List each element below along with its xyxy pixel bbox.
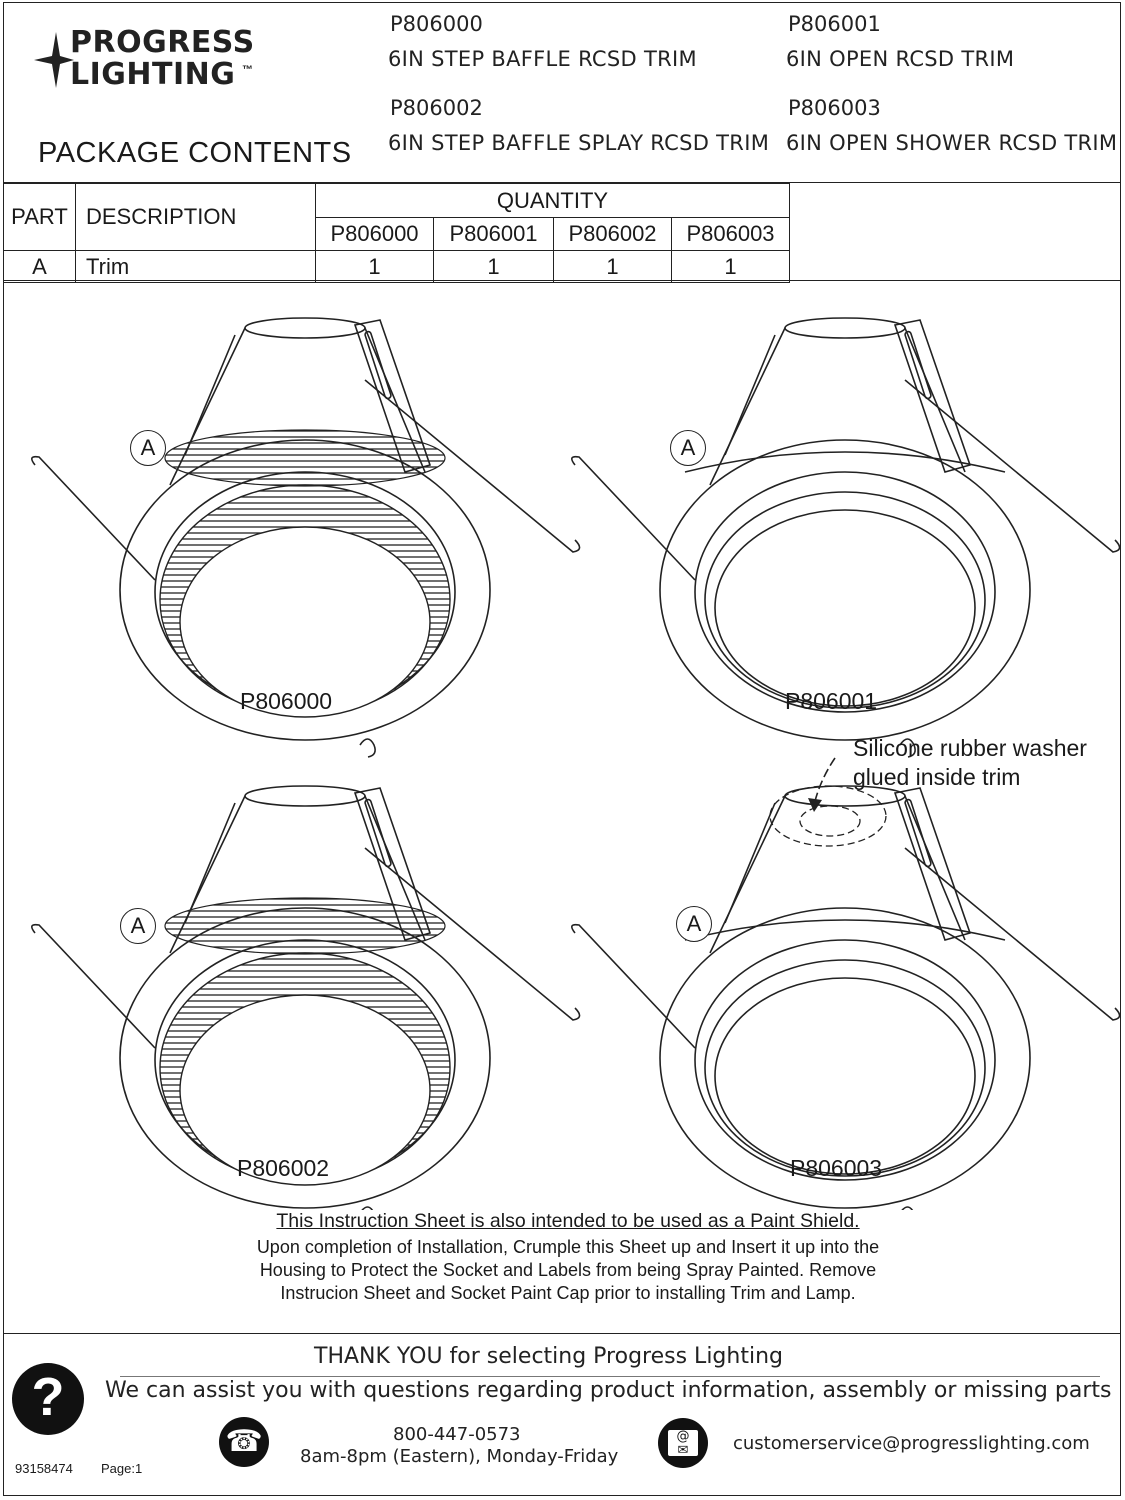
description-cell: Trim [75,250,316,283]
model-header: P806003 [671,217,790,251]
callout-a-3: A [120,908,156,944]
assist-text: We can assist you with questions regardi… [105,1378,1112,1403]
trim-drawing [31,317,581,758]
thank-you-text: THANK YOU for selecting Progress Lightin… [314,1344,783,1369]
col-part-header: PART [3,183,76,251]
trim-drawing [31,785,581,1210]
qty-cell: 1 [433,250,554,283]
package-contents-title: PACKAGE CONTENTS [38,137,352,169]
table-row: A Trim 1 1 1 1 [3,250,790,283]
callout-a-4: A [676,906,712,942]
page-frame [3,2,1121,1496]
paint-shield-heading: This Instruction Sheet is also intended … [276,1210,860,1232]
qty-cell: 1 [315,250,434,283]
logo-line-1: PROGRESS [70,25,255,60]
product-name-2: 6IN OPEN RCSD TRIM [786,47,1015,71]
paint-shield-line-3: Instrucion Sheet and Socket Paint Cap pr… [280,1283,856,1303]
product-code-4: P806003 [788,96,881,120]
header-divider [3,182,1121,183]
product-code-1: P806000 [390,12,483,36]
phone-number[interactable]: 800-447-0573 [393,1424,521,1445]
model-header: P806000 [315,217,434,251]
table-divider [3,280,1121,281]
washer-arrowhead [808,798,822,812]
trim-drawing [571,317,1121,758]
figure-label-3: P806002 [237,1155,330,1181]
paint-shield-line-2: Housing to Protect the Socket and Labels… [259,1260,877,1280]
question-icon: ? [12,1363,84,1435]
doc-number: 93158474 [15,1461,73,1476]
trim-drawing [571,785,1121,1210]
washer-note-line-2: glued inside trim [853,764,1021,790]
model-header: P806001 [433,217,554,251]
figure-label-1: P806000 [240,688,333,714]
trademark: ™ [242,64,253,76]
product-code-2: P806001 [788,12,881,36]
callout-a-2: A [670,430,706,466]
support-hours: 8am-8pm (Eastern), Monday-Friday [300,1446,619,1467]
footer-divider [3,1333,1121,1334]
support-email[interactable]: customerservice@progresslighting.com [733,1433,1090,1454]
page-number: Page:1 [101,1461,143,1476]
brand-logo: PROGRESS LIGHTING ™ [34,24,284,96]
washer-note-line-1: Silicone rubber washer [853,735,1087,761]
paint-shield-line-1: Upon completion of Installation, Crumple… [256,1237,880,1257]
email-icon: @✉ [658,1418,708,1468]
col-description-header: DESCRIPTION [75,183,316,251]
product-name-4: 6IN OPEN SHOWER RCSD TRIM [786,131,1118,155]
telephone-icon: ☎ [219,1417,269,1467]
figure-label-2: P806001 [785,688,878,714]
trim-illustrations [31,317,1121,1210]
qty-cell: 1 [553,250,672,283]
qty-cell: 1 [671,250,790,283]
figure-label-4: P806003 [790,1155,883,1181]
model-header: P806002 [553,217,672,251]
logo-line-2: LIGHTING [70,57,236,92]
callout-a-1: A [130,430,166,466]
footer-rule [120,1376,1100,1377]
washer-leader-line [813,757,836,806]
part-cell: A [3,250,76,283]
product-code-3: P806002 [390,96,483,120]
product-name-3: 6IN STEP BAFFLE SPLAY RCSD TRIM [388,131,770,155]
col-quantity-header: QUANTITY [315,183,790,218]
product-name-1: 6IN STEP BAFFLE RCSD TRIM [388,47,697,71]
quantity-table: PART DESCRIPTION QUANTITY P806000 P80600… [3,183,790,283]
star-icon [34,32,74,88]
